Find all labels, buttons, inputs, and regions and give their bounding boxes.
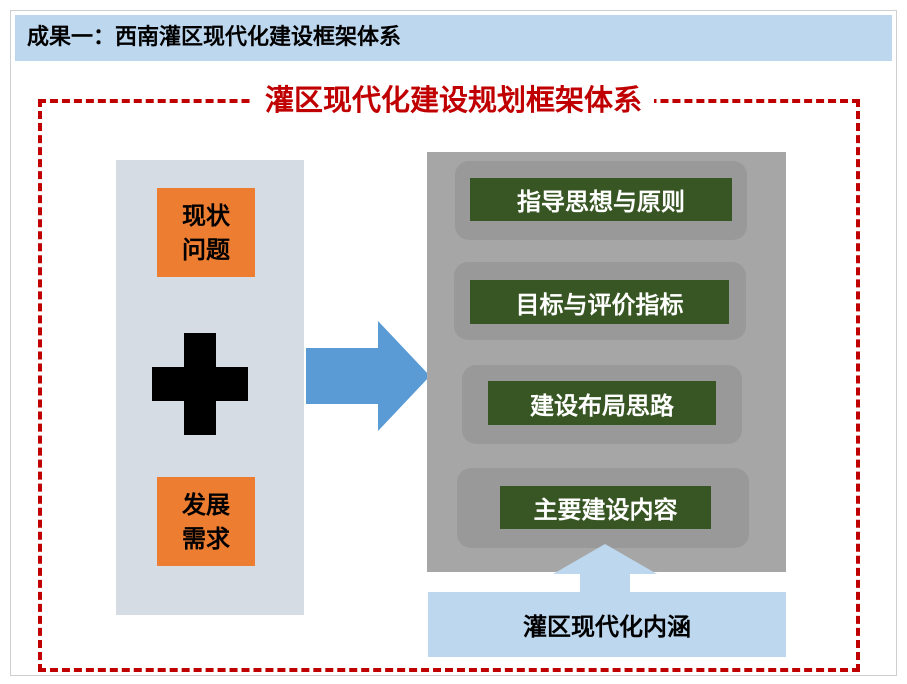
up-arrow-icon	[553, 544, 657, 594]
current-problems-box: 现状 问题	[157, 188, 255, 277]
main-title: 灌区现代化建设规划框架体系	[252, 80, 654, 120]
item-layout-ideas: 建设布局思路	[488, 381, 716, 425]
item-guiding-principles: 指导思想与原则	[470, 178, 732, 221]
header-title: 成果一：西南灌区现代化建设框架体系	[27, 25, 402, 50]
header-bar: 成果一：西南灌区现代化建设框架体系	[15, 15, 892, 61]
plus-icon-horizontal	[152, 367, 248, 401]
right-arrow-icon	[306, 321, 430, 431]
item-main-contents: 主要建设内容	[500, 486, 711, 529]
item-goals-indicators: 目标与评价指标	[470, 280, 729, 324]
main-title-wrapper: 灌区现代化建设规划框架体系	[0, 80, 907, 120]
modernization-connotation-box: 灌区现代化内涵	[428, 592, 786, 657]
development-needs-box: 发展 需求	[157, 477, 255, 566]
